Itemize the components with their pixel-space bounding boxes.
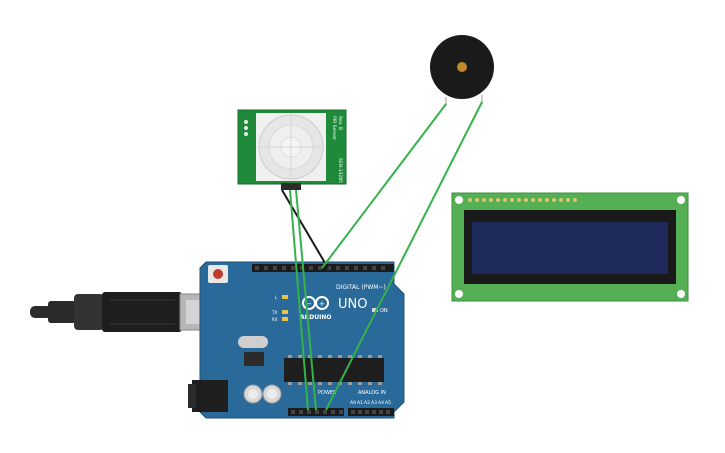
chip-pins: [288, 355, 382, 385]
atmega-chip: [284, 358, 384, 382]
pir-sensor[interactable]: PIR Sensor Rev. B SEN-13285: [237, 109, 347, 190]
analog-pin-a3: A3: [371, 400, 377, 406]
power-jack[interactable]: [192, 380, 228, 412]
arduino-uno-board[interactable]: DIGITAL (PWM~) − + ARDUINO UNO ON L TX R…: [188, 261, 405, 419]
wire-pir-power[interactable]: [295, 189, 317, 411]
arduino-logo: − +: [302, 296, 329, 310]
wire-pir-signal[interactable]: [289, 189, 309, 411]
analog-pin-a1: A1: [357, 400, 363, 406]
led-rx: [282, 317, 288, 321]
power-header-holes: [291, 410, 343, 414]
pir-label: PIR Sensor: [331, 116, 337, 140]
pir-part-number: SEN-13285: [337, 158, 343, 183]
digital-header-label: DIGITAL (PWM~): [336, 284, 386, 291]
analog-header-label: ANALOG IN: [358, 390, 386, 396]
arduino-logo-text: ARDUINO: [300, 314, 331, 321]
lcd-screen: [472, 222, 668, 274]
analog-header[interactable]: [348, 408, 394, 416]
digital-header-holes: [255, 266, 385, 270]
on-label: ON: [380, 308, 388, 314]
voltage-regulator: [244, 352, 264, 366]
analog-header-holes: [351, 410, 390, 414]
lcd-display[interactable]: [451, 192, 689, 302]
wire-buzzer-2[interactable]: [325, 101, 483, 411]
buzzer-center-icon: [457, 62, 467, 72]
wire-pir-black[interactable]: [281, 189, 329, 269]
pir-pin-pads: [244, 120, 248, 136]
power-header-label: POWER: [318, 390, 337, 396]
led-l: [282, 295, 288, 299]
analog-pin-a5: A5: [385, 400, 391, 406]
svg-text:+: +: [319, 300, 325, 308]
wires: [281, 101, 483, 411]
lcd-pin-header: [468, 198, 577, 202]
led-rx-label: RX: [272, 317, 278, 322]
on-led: [372, 308, 378, 312]
arduino-model-text: UNO: [338, 297, 367, 312]
wire-buzzer-1[interactable]: [321, 103, 447, 269]
analog-pin-a4: A4: [378, 400, 384, 406]
analog-pin-a2: A2: [364, 400, 370, 406]
pir-connector: [281, 183, 301, 190]
pir-rev-label: Rev. B: [337, 116, 343, 130]
crystal-oscillator: [238, 336, 268, 348]
piezo-buzzer[interactable]: [430, 35, 494, 106]
led-tx-label: TX: [271, 310, 277, 315]
analog-pin-labels: A0 A1 A2 A3 A4 A5: [350, 400, 391, 406]
analog-pin-a0: A0: [350, 400, 356, 406]
led-l-label: L: [275, 295, 278, 300]
led-tx: [282, 310, 288, 314]
svg-text:−: −: [306, 300, 312, 308]
